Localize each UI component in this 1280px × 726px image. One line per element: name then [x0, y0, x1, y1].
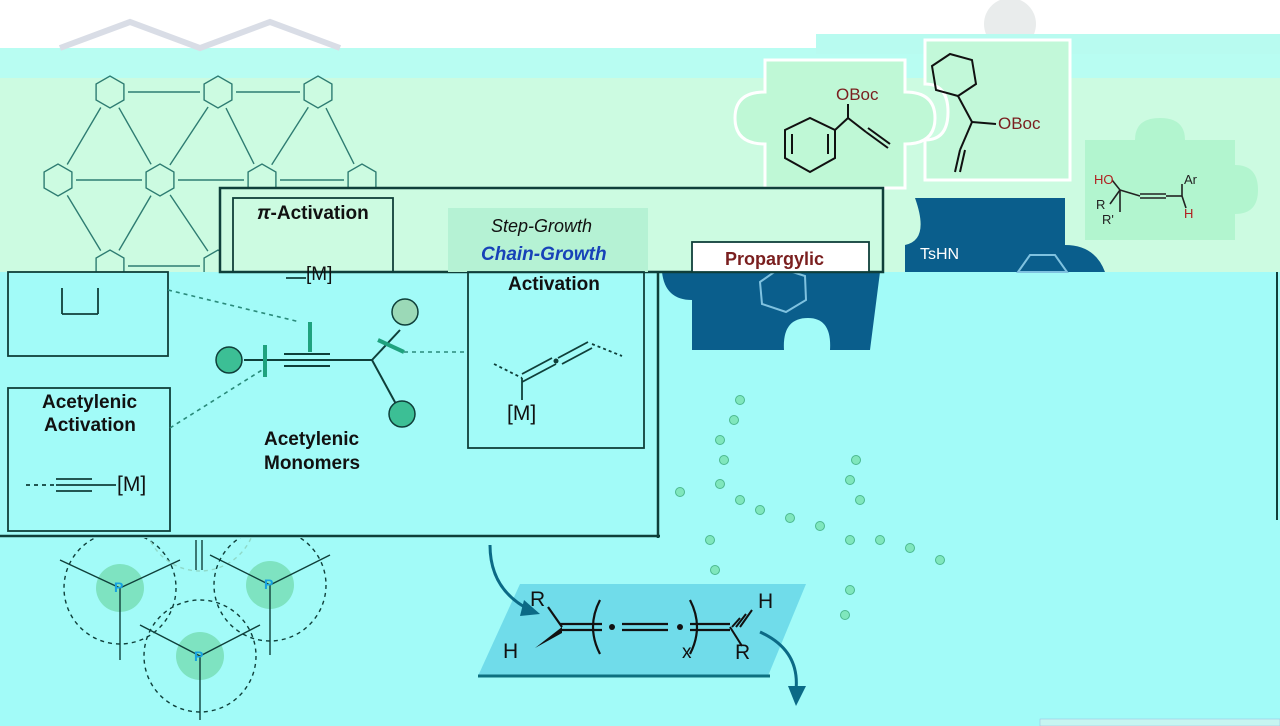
polymer-atom-ball: [845, 535, 855, 545]
propargylic-activation-box: [467, 271, 645, 449]
polymer-atom-ball: [735, 395, 745, 405]
polymer-atom-ball: [840, 610, 850, 620]
acetylenic-monomer-sketch: [244, 322, 405, 405]
polymer-atom-ball: [785, 513, 795, 523]
pi-metal-label: [M]: [306, 264, 333, 285]
polymer-atom-ball: [735, 495, 745, 505]
framework-benzene-ring: [203, 75, 233, 109]
propargylic-metal-label: [M]: [507, 402, 537, 425]
polymer-atom-ball: [815, 521, 825, 531]
puzzle-piece-light-1: [733, 58, 937, 190]
phosphorus-label-3: P: [194, 648, 204, 664]
chain-growth-label: Chain-Growth: [481, 244, 607, 265]
polymer-atom-ball: [719, 455, 729, 465]
alkynol-molecule: [1109, 179, 1187, 212]
monomer2-oboc: OBoc: [998, 114, 1041, 133]
framework-alkyne-link: [169, 194, 209, 252]
polymer-atom-ball: [710, 565, 720, 575]
framework-alkyne-link: [169, 106, 209, 166]
framework-benzene-ring: [95, 75, 125, 109]
alkynol-ho: HO: [1094, 172, 1114, 187]
monomer1-oboc: OBoc: [836, 85, 879, 104]
alkynol-ar: Ar: [1184, 172, 1197, 187]
propargylic-allenyl-metal: [493, 341, 623, 400]
propargylic-title-box: [691, 241, 870, 273]
framework-alkyne-link: [271, 106, 309, 166]
polymer-atom-ball: [715, 479, 725, 489]
polymer-atom-ball: [935, 555, 945, 565]
framework-alkyne-link: [225, 107, 255, 165]
framework-benzene-ring: [145, 163, 175, 197]
polymer-atom-ball: [855, 495, 865, 505]
step-growth-label: Step-Growth: [491, 216, 593, 236]
propargylic-title-line2: Activation: [508, 274, 600, 295]
polymer-atom-ball: [755, 505, 765, 515]
propargylic-title-line1: Propargylic: [725, 249, 825, 269]
polymer-atom-ball: [875, 535, 885, 545]
monomer-substituent-bottom: [388, 400, 416, 428]
monomers-label-line1: Acetylenic: [264, 429, 360, 450]
acetylenic-activation-box: [7, 387, 171, 532]
allene-center-dot: [553, 358, 559, 364]
mechanism-panel-background: [0, 272, 660, 538]
framework-benzene-ring: [43, 163, 73, 197]
puzzle-piece-blue-2: [662, 272, 880, 350]
bottom-right-strip: [1039, 718, 1280, 726]
puzzle-piece-light-2: [923, 38, 1072, 182]
acetylenic-metal-label: [M]: [117, 473, 147, 496]
pi-activation-box: [232, 197, 394, 273]
framework-alkyne-link: [66, 107, 102, 165]
phosphorus-network: [59, 458, 331, 720]
alkynol-h: H: [1184, 206, 1194, 221]
phosphorus-label-2: P: [264, 576, 274, 592]
pi-metal-complex: [61, 277, 306, 315]
acetylenic-title-line1: Acetylenic: [42, 392, 138, 413]
monomer-substituent-left: [215, 346, 243, 374]
polymer-atom-ball: [675, 487, 685, 497]
polymer-plate: [478, 544, 806, 706]
polymer-h-bottom: H: [503, 640, 519, 663]
tshn-label: TsHN: [920, 246, 960, 263]
framework-alkyne-link: [118, 107, 152, 165]
monomer-molecule-1: [784, 104, 891, 174]
polymer-atom-ball: [845, 475, 855, 485]
monomer-molecule-2: [930, 52, 997, 173]
faint-hex-top: [58, 18, 342, 52]
framework-benzene-ring: [303, 75, 333, 109]
polymer-atom-ball: [845, 585, 855, 595]
pi-activation-box-lower: [7, 271, 169, 357]
acetylide-metal: [26, 478, 116, 492]
puzzle-piece-light-3: [1085, 118, 1258, 240]
alkynol-r-prime: R': [1102, 212, 1114, 227]
monomers-label-line2: Monomers: [264, 453, 361, 474]
polymer-r-bottom: R: [735, 641, 751, 664]
phosphorus-label-1: P: [114, 579, 124, 595]
acetylenic-title-line2: Activation: [44, 415, 136, 436]
polymer-atom-ball: [851, 455, 861, 465]
polymer-atom-ball: [705, 535, 715, 545]
polymer-atom-ball: [729, 415, 739, 425]
puzzle-piece-blue-1: [905, 198, 1105, 272]
step-chain-label-bg: [448, 208, 648, 272]
polymer-atom-ball: [905, 543, 915, 553]
framework-alkyne-link: [118, 195, 152, 251]
polymer-repeat-x: x: [682, 642, 692, 663]
polymer-atom-ball: [715, 435, 725, 445]
dashed-connectors: [167, 289, 468, 429]
alkynol-r: R: [1096, 197, 1106, 212]
pi-activation-title: π-Activation: [257, 203, 369, 225]
polymer-h-top: H: [758, 590, 774, 613]
polymer-r-top: R: [530, 588, 546, 611]
framework-alkyne-link: [66, 195, 102, 251]
pi-activation-title-rest: -Activation: [270, 203, 369, 224]
monomer-substituent-top: [391, 298, 419, 326]
framework-alkyne-link: [325, 107, 355, 165]
pi-symbol: π: [257, 203, 271, 224]
